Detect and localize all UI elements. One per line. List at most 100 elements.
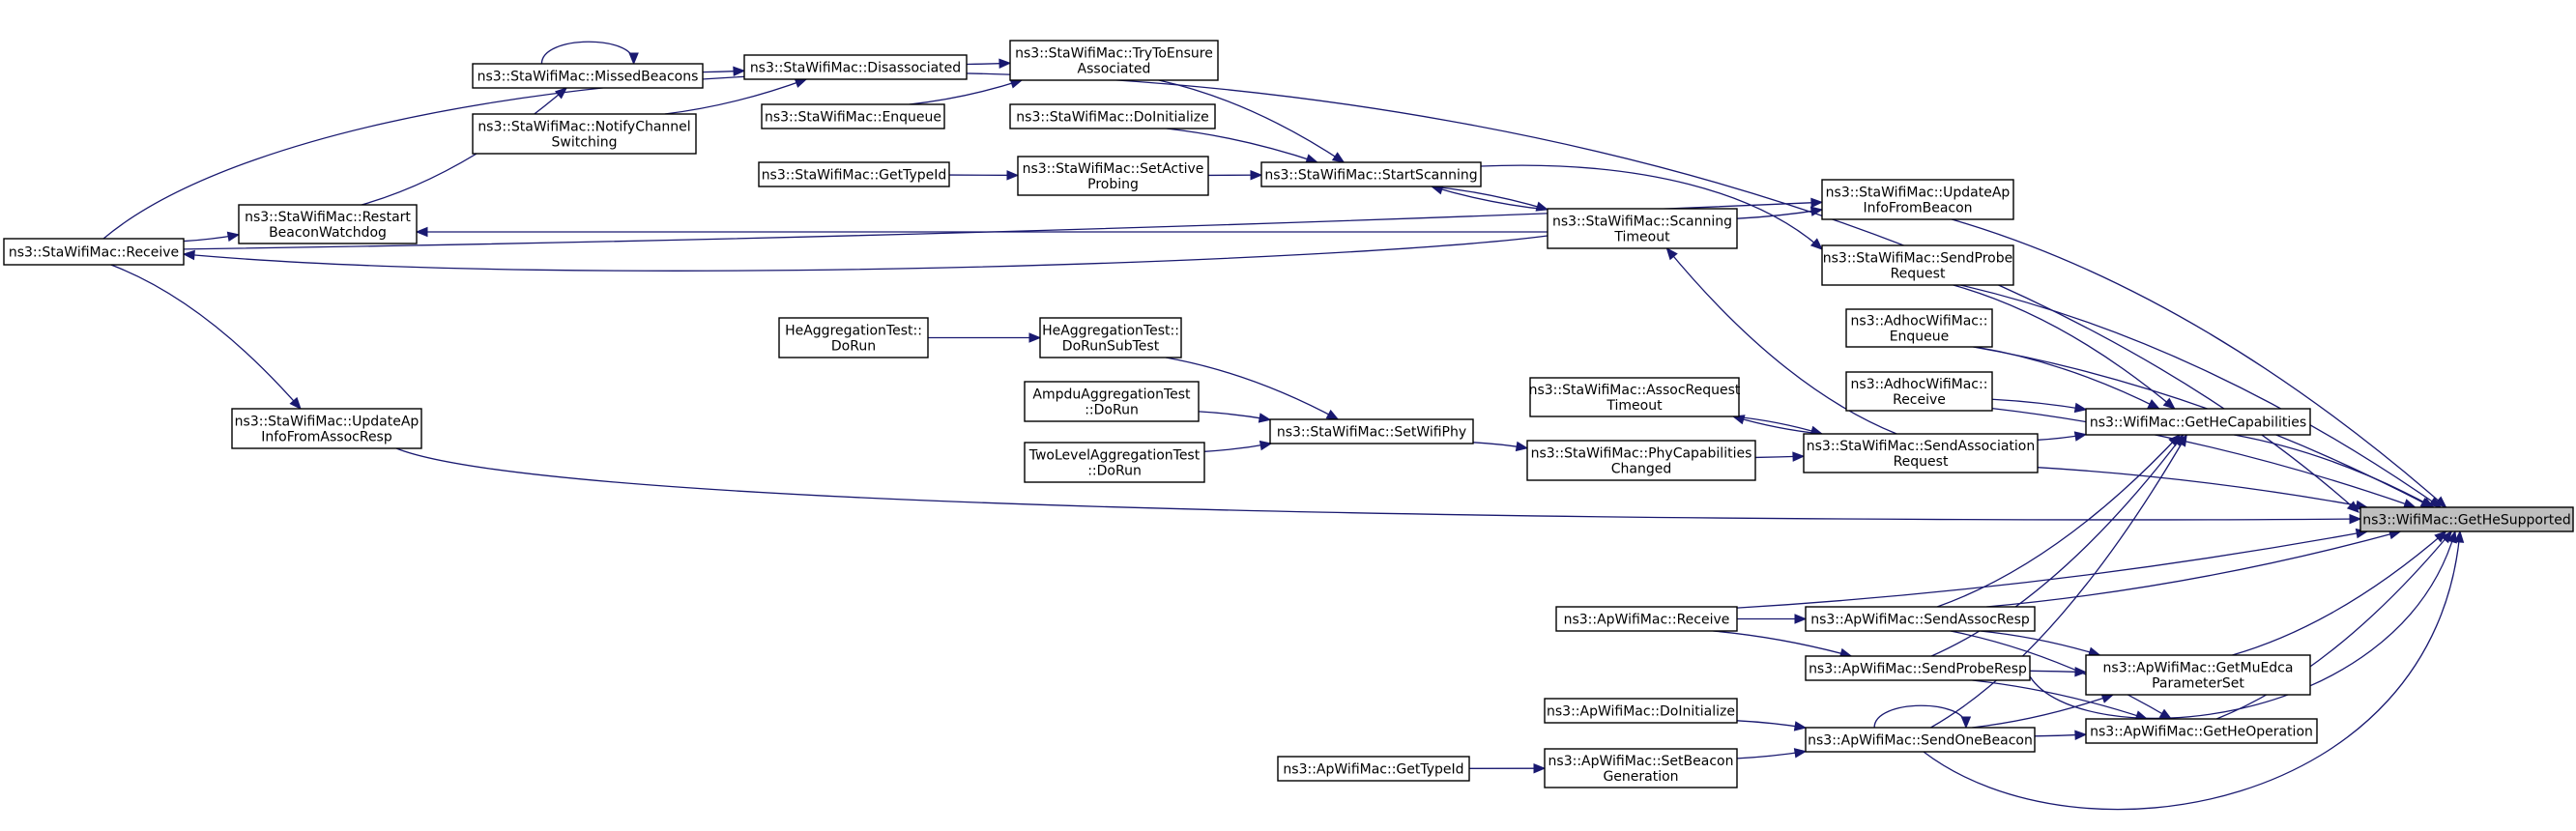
edge-arrowhead — [2428, 497, 2443, 508]
node-box — [1260, 161, 1482, 187]
edge-sta_start_scanning-to-sta_send_probe_request — [1480, 164, 1823, 250]
edge-line — [2215, 530, 2452, 720]
edge-sta_try_to_ensure_associated-to-sta_start_scanning — [1158, 79, 1346, 163]
edge-ap_receive-to-wifi_get_he_supported — [1736, 528, 2369, 609]
node-box — [1805, 727, 2036, 753]
node-label-line: ParameterSet — [2152, 676, 2244, 692]
node-label-line: ns3::StaWifiMac::AssocRequest — [1529, 383, 1741, 398]
edge-sta_set_active_probing-to-sta_start_scanning — [1207, 169, 1263, 181]
edge-line — [1986, 530, 2401, 608]
edge-arrowhead — [1794, 614, 1808, 624]
node-label-line: ns3::StaWifiMac::SetActive — [1023, 161, 1204, 177]
edge-sta_get_type_id-to-sta_set_active_probing — [948, 170, 1020, 181]
edge-line — [1736, 209, 1823, 219]
node-wifi-get-he-capabilities[interactable]: ns3::WifiMac::GetHeCapabilities — [2085, 408, 2311, 436]
edge-he_aggregation_do_run-to-he_aggregation_do_run_subtest — [928, 332, 1042, 343]
edge-sta_disassociated-to-sta_try_to_ensure_associated — [966, 58, 1012, 70]
node-ap-send-assoc-resp[interactable]: ns3::ApWifiMac::SendAssocResp — [1805, 606, 2036, 632]
node-label-line: ns3::WifiMac::GetHeCapabilities — [2090, 416, 2306, 431]
node-ap-send-one-beacon[interactable]: ns3::ApWifiMac::SendOneBeacon — [1805, 727, 2036, 753]
edge-sta_receive-to-sta_restart_beacon_watchdog — [183, 231, 241, 243]
node-box — [472, 113, 697, 155]
node-label-line: ns3::StaWifiMac::Receive — [9, 245, 179, 261]
node-box — [778, 317, 929, 358]
node-label-line: AmpduAggregationTest — [1032, 387, 1191, 403]
edge-sta_phy_capabilities_changed-to-sta_send_association_request — [1754, 451, 1806, 462]
edge-line — [1953, 284, 2176, 410]
node-sta-get-type-id[interactable]: ns3::StaWifiMac::GetTypeId — [758, 161, 950, 187]
edge-arrowhead — [2162, 397, 2176, 410]
node-ap-get-type-id[interactable]: ns3::ApWifiMac::GetTypeId — [1277, 756, 1470, 782]
edge-line — [1991, 408, 2416, 508]
edge-line — [1158, 79, 1345, 163]
edge-line — [909, 79, 1023, 105]
node-box — [1277, 756, 1470, 782]
edge-sta_set_wifi_phy-to-sta_phy_capabilities_changed — [1472, 441, 1529, 452]
node-box — [1821, 244, 2014, 286]
edge-arrowhead — [1325, 409, 1340, 420]
edge-arrowhead — [415, 226, 428, 238]
node-label-line: Timeout — [1606, 398, 1663, 414]
node-sta-enqueue[interactable]: ns3::StaWifiMac::Enqueue — [761, 103, 945, 129]
node-label-line: Enqueue — [1890, 330, 1950, 345]
node-label-line: BeaconWatchdog — [269, 225, 387, 241]
edge-sta_scanning_timeout-to-sta_restart_beacon_watchdog — [415, 226, 1548, 238]
edge-sta_send_association_request-to-wifi_get_he_capabilities — [2037, 431, 2088, 442]
node-box — [1547, 208, 1738, 249]
edge-sta_update_ap_info_from_beacon-to-wifi_get_he_supported — [1951, 218, 2447, 508]
node-sta-start-scanning[interactable]: ns3::StaWifiMac::StartScanning — [1260, 161, 1482, 187]
edge-sta_send_association_request-to-sta_scanning_timeout — [1665, 246, 1897, 435]
node-he-aggregation-do-run[interactable]: HeAggregationTest::DoRun — [778, 317, 929, 358]
node-adhoc-enqueue[interactable]: ns3::AdhocWifiMac::Enqueue — [1845, 308, 1993, 348]
node-box — [238, 204, 418, 244]
node-label-line: InfoFromBeacon — [1863, 201, 1972, 216]
edge-line — [1930, 434, 2185, 657]
edge-ap_get_mu_edca_parameter_set-to-wifi_get_he_supported — [2232, 530, 2447, 656]
edge-line — [664, 78, 807, 115]
edge-sta_missed_beacons-to-sta_missed_beacons — [540, 41, 639, 66]
node-ap-send-probe-resp[interactable]: ns3::ApWifiMac::SendProbeResp — [1805, 655, 2031, 681]
node-adhoc-receive[interactable]: ns3::AdhocWifiMac::Receive — [1845, 371, 1993, 412]
edge-arrowhead — [1258, 413, 1272, 423]
edge-line — [1936, 434, 2181, 608]
edge-arrowhead — [2073, 402, 2088, 414]
node-label-line: ns3::ApWifiMac::GetMuEdca — [2103, 661, 2294, 676]
edge-line — [1873, 704, 1967, 729]
edge-arrowhead — [628, 52, 639, 66]
node-he-aggregation-do-run-subtest[interactable]: HeAggregationTest::DoRunSubTest — [1039, 317, 1182, 358]
node-ap-do-initialize[interactable]: ns3::ApWifiMac::DoInitialize — [1544, 698, 1738, 724]
node-sta-missed-beacons[interactable]: ns3::StaWifiMac::MissedBeacons — [472, 63, 704, 89]
node-ap-receive[interactable]: ns3::ApWifiMac::Receive — [1555, 606, 1738, 632]
node-sta-disassociated[interactable]: ns3::StaWifiMac::Disassociated — [743, 54, 968, 80]
node-ampdu-aggregation-do-run[interactable]: AmpduAggregationTest::DoRun — [1024, 381, 1200, 422]
edge-line — [1665, 247, 1897, 435]
node-two-level-aggregation-do-run[interactable]: TwoLevelAggregationTest::DoRun — [1024, 442, 1205, 483]
edge-arrowhead — [1809, 238, 1823, 250]
node-sta-do-initialize[interactable]: ns3::StaWifiMac::DoInitialize — [1009, 103, 1216, 129]
node-box — [231, 408, 422, 449]
node-sta-update-ap-info-from-assoc-resp[interactable]: ns3::StaWifiMac::UpdateApInfoFromAssocRe… — [231, 408, 422, 449]
node-sta-receive[interactable]: ns3::StaWifiMac::Receive — [3, 238, 185, 266]
edge-arrowhead — [1028, 332, 1042, 343]
edge-ap_send_assoc_resp-to-wifi_get_he_supported — [1986, 529, 2402, 608]
node-sta-set-wifi-phy[interactable]: ns3::StaWifiMac::SetWifiPhy — [1269, 418, 1474, 444]
node-ap-get-he-operation[interactable]: ns3::ApWifiMac::GetHeOperation — [2085, 718, 2318, 744]
node-wifi-get-he-supported[interactable]: ns3::WifiMac::GetHeSupported — [2359, 506, 2574, 532]
node-label-line: ns3::StaWifiMac::SetWifiPhy — [1277, 425, 1466, 441]
edge-line — [1960, 284, 2442, 508]
node-label-line: Request — [1894, 454, 1949, 470]
edge-arrowhead — [1793, 748, 1808, 759]
edge-sta_receive-to-sta_update_ap_info_from_assoc_resp — [110, 264, 302, 410]
